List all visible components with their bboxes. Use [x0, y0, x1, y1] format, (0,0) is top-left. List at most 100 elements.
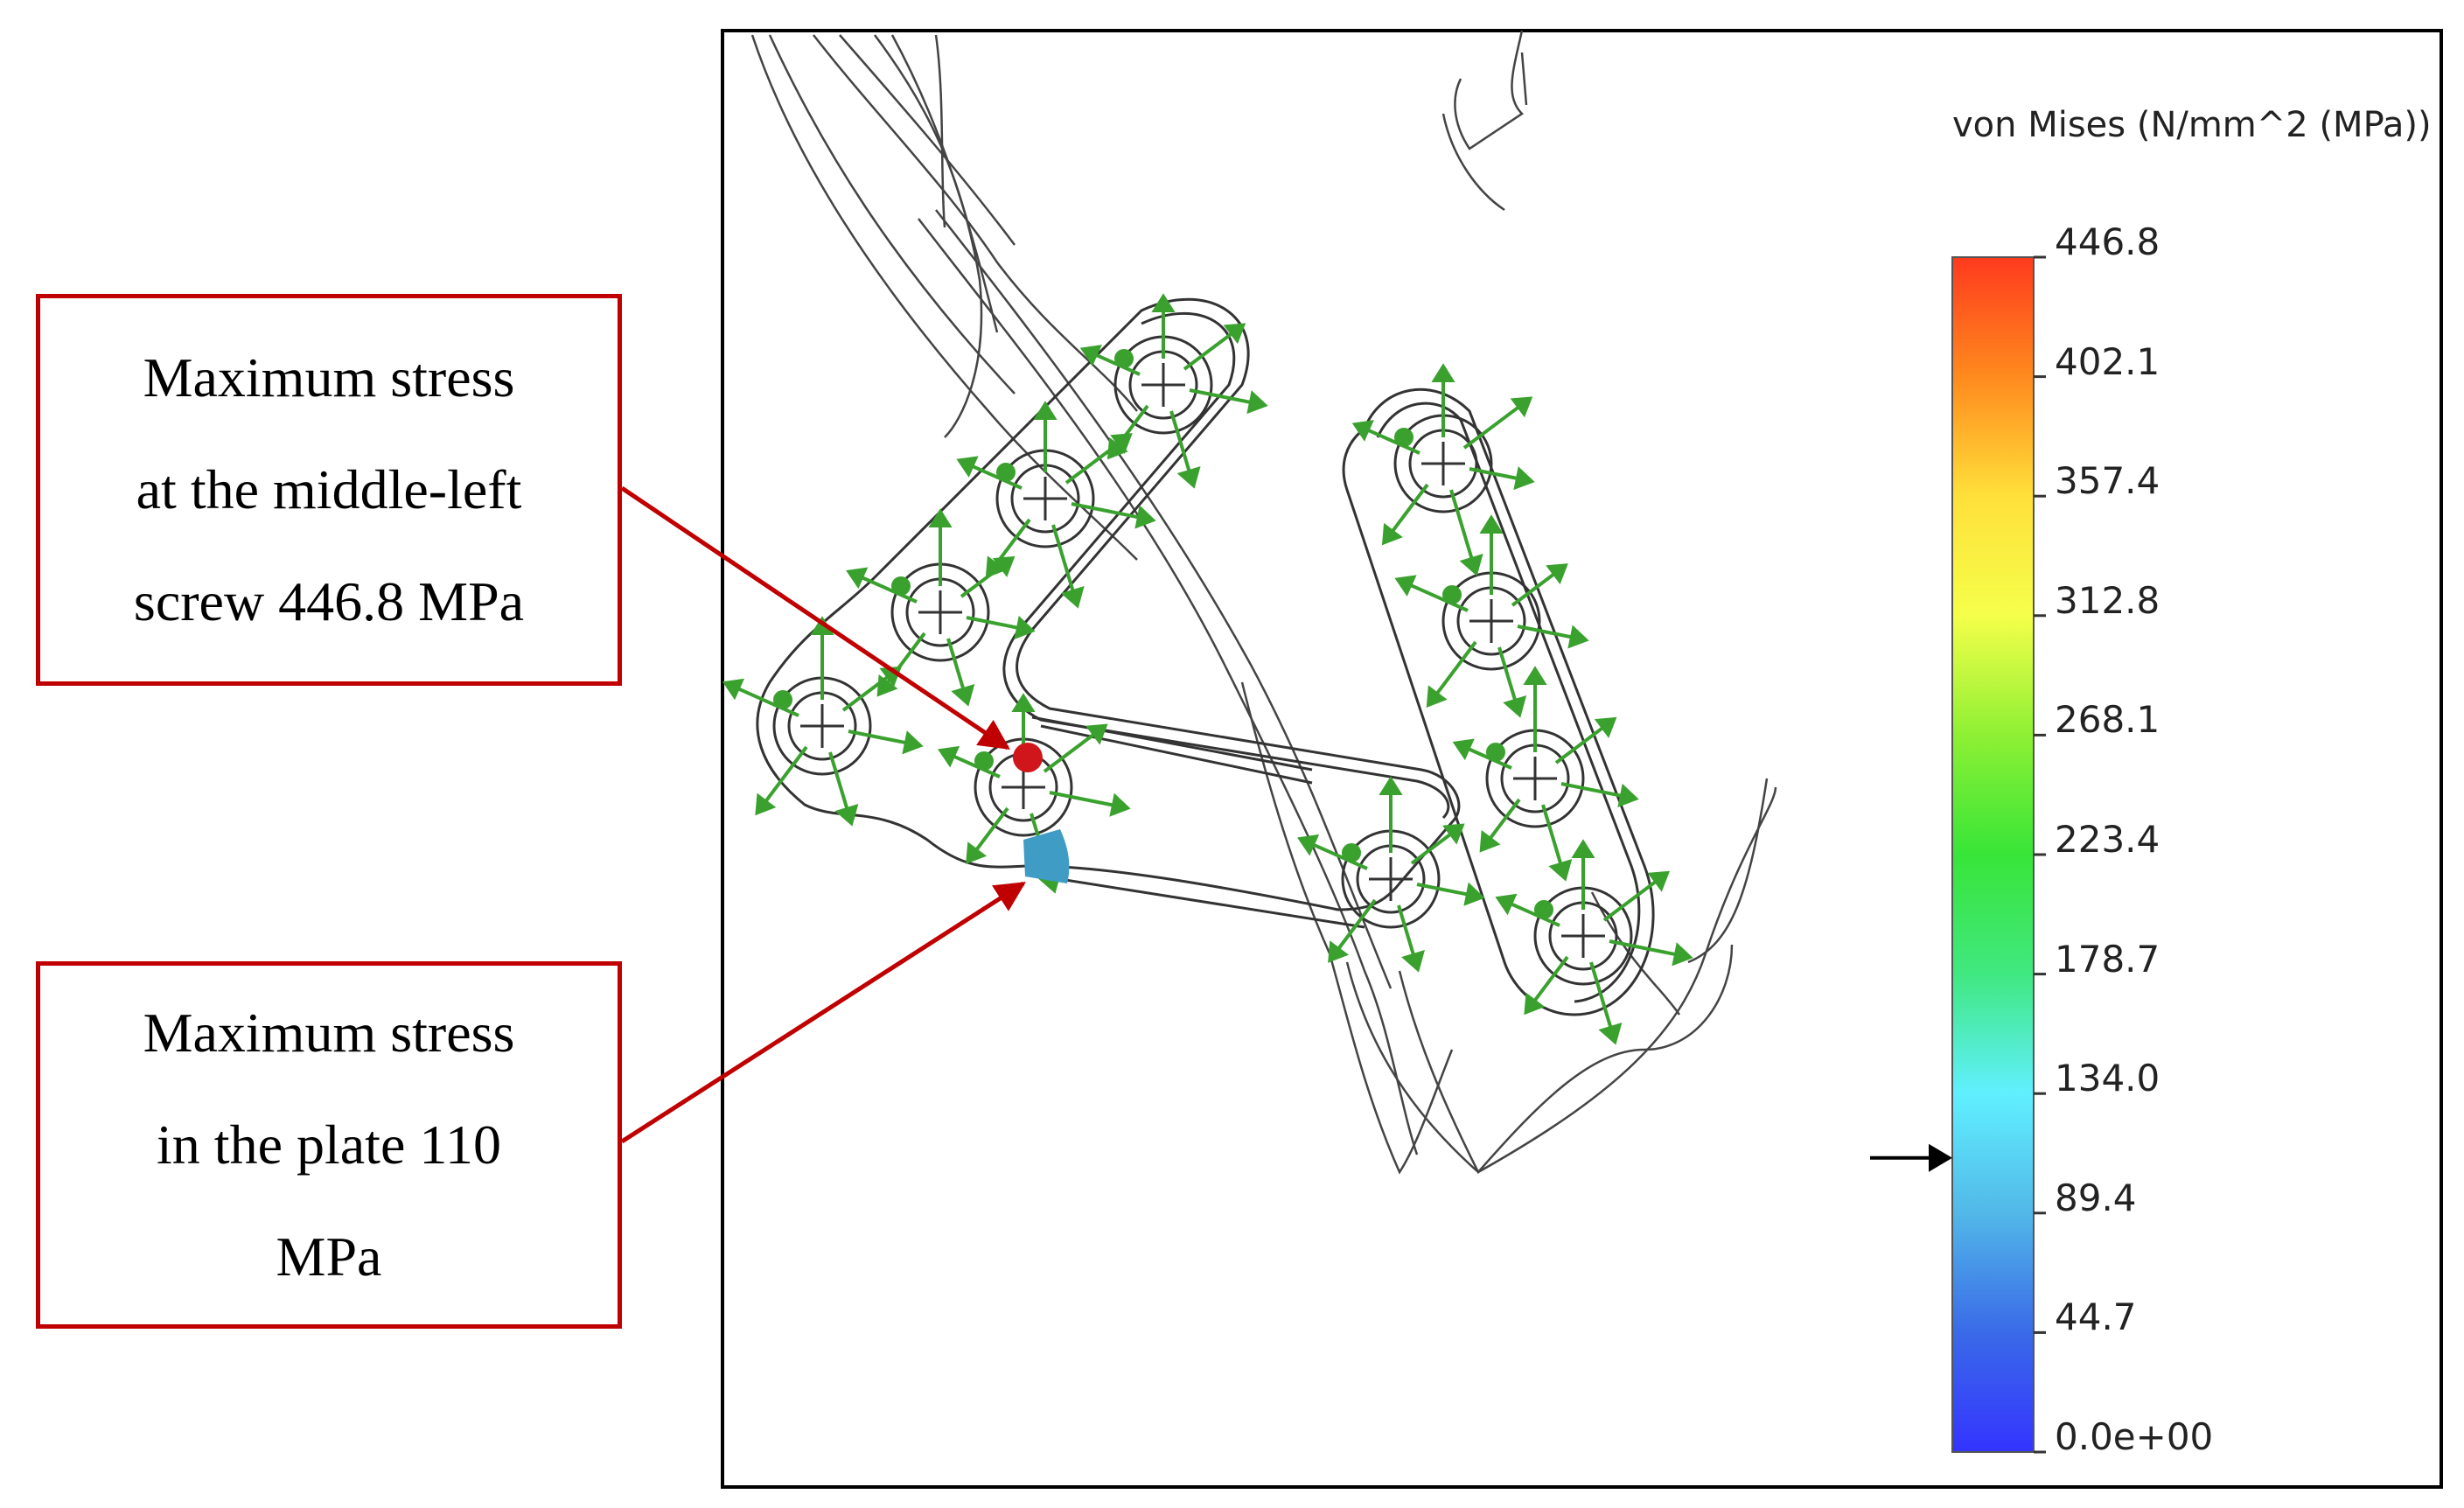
- fixture-arrow-head: [1297, 834, 1320, 856]
- fixture-arrow-head: [1014, 615, 1036, 639]
- fixture-arrow: [1049, 791, 1114, 807]
- legend-tick-label: 134.0: [2055, 1057, 2160, 1100]
- fixture-arrow: [1189, 388, 1252, 404]
- fixture-arrow: [946, 638, 966, 690]
- fixture-arrow: [1589, 961, 1613, 1029]
- fixture-arrow: [1560, 782, 1623, 798]
- callout-screw-line-1: Maximum stress: [143, 346, 515, 408]
- fixture-arrow: [1043, 732, 1096, 773]
- fixture-arrow: [1434, 640, 1477, 695]
- fixture-arrow: [1510, 902, 1560, 927]
- fixture-arrow: [1416, 883, 1469, 897]
- fixture-arrow-head: [1452, 738, 1475, 761]
- fixture-arrow-head: [902, 730, 924, 755]
- fixture-arrow-head: [1442, 823, 1465, 845]
- legend-tick-label: 89.4: [2055, 1176, 2137, 1219]
- fixture-arrow: [960, 565, 1002, 598]
- legend-tick-label: 446.8: [2055, 220, 2160, 263]
- fixture-arrow-head: [951, 684, 975, 707]
- fixture-arrow-head: [1548, 859, 1573, 882]
- fixture-arrow: [1409, 583, 1469, 612]
- fixture-arrow-head: [846, 567, 869, 590]
- legend-tick-label: 178.7: [2055, 937, 2160, 981]
- callout-plate-line-1: Maximum stress: [143, 1002, 515, 1064]
- fixture-arrow: [1064, 442, 1120, 485]
- fixture-arrow-head: [1647, 870, 1671, 892]
- fixture-arrow: [1511, 572, 1556, 607]
- legend-title: von Mises (N/mm^2 (MPa)): [1952, 105, 2432, 145]
- fixture-arrow-head: [1431, 363, 1455, 382]
- fixture-arrow-head: [1513, 466, 1535, 491]
- fixture-arrow: [1469, 467, 1518, 480]
- callout-plate-line-2: in the plate 110: [157, 1114, 501, 1176]
- fixture-arrow-head: [1394, 575, 1417, 597]
- fixture-arrow: [1541, 804, 1563, 865]
- legend-color-bar: [1951, 256, 2035, 1453]
- fixture-node: [974, 751, 994, 771]
- fixture-arrow-head: [1401, 950, 1425, 973]
- bone-contours: [750, 30, 1777, 1175]
- fixture-arrow: [848, 730, 907, 745]
- fixture-arrow-head: [928, 508, 953, 527]
- fixture-node: [1486, 743, 1505, 762]
- fixture-arrow-head: [1060, 586, 1085, 609]
- fixture-arrow: [1071, 502, 1140, 520]
- fixture-arrow-head: [1571, 839, 1595, 858]
- fixture-arrow-head: [938, 745, 960, 768]
- fixture-arrow: [1397, 904, 1416, 956]
- legend-tick-label: 0.0e+00: [2055, 1415, 2214, 1458]
- legend-indicator-arrow: [1870, 1143, 1952, 1172]
- fixture-arrow: [1183, 332, 1233, 371]
- legend-tick-label: 44.7: [2055, 1295, 2137, 1339]
- fixture-arrow: [974, 806, 1009, 852]
- fixture-node: [1534, 900, 1553, 919]
- fixture-arrow: [1366, 428, 1420, 455]
- fixture-arrow-head: [1151, 293, 1176, 312]
- max-stress-plate-marker: [1023, 829, 1070, 883]
- fixture-arrow-head: [1598, 1023, 1623, 1045]
- callout-max-stress-screw: Maximum stress at the middle-left screw …: [36, 294, 622, 686]
- legend-tick-label: 268.1: [2055, 698, 2160, 742]
- fixture-arrow: [994, 518, 1031, 566]
- screw-hole: [1393, 414, 1493, 513]
- fixture-arrow: [1497, 646, 1518, 702]
- fixture-arrow-head: [1463, 882, 1485, 906]
- legend-ticks: [2034, 255, 2046, 1454]
- callout-screw-line-2: at the middle-left: [136, 458, 522, 520]
- fixture-arrow: [1554, 726, 1604, 764]
- fixture-arrow: [1312, 842, 1368, 870]
- fixture-arrow-head: [834, 804, 859, 827]
- fixture-node: [996, 463, 1016, 482]
- fixture-arrow-head: [1381, 522, 1403, 546]
- fixture-arrow-head: [992, 555, 1016, 577]
- fixture-arrow: [828, 751, 849, 810]
- fixture-arrow-head: [1379, 776, 1403, 795]
- legend-tick-label: 312.8: [2055, 578, 2160, 622]
- fixture-node: [1342, 843, 1361, 862]
- fixture-arrow-head: [956, 456, 979, 478]
- fixture-arrow-head: [1495, 893, 1518, 916]
- fixture-arrow: [764, 745, 808, 803]
- fixture-arrow-head: [1672, 942, 1693, 967]
- fixture-arrow-head: [1594, 716, 1617, 738]
- fixture-arrow-head: [1426, 685, 1448, 709]
- fixture-arrow-head: [1246, 390, 1268, 415]
- arrow-to-plate: [620, 881, 1026, 1144]
- callout-screw-line-3: screw 446.8 MPa: [133, 570, 525, 632]
- bone-plate: [756, 297, 1655, 1016]
- fixture-arrow: [1609, 939, 1677, 957]
- fixture-arrow-head: [1033, 401, 1057, 420]
- legend-tick-label: 402.1: [2055, 339, 2160, 383]
- callout-arrows: [620, 485, 1026, 1144]
- fixture-arrow: [1462, 405, 1520, 450]
- fixture-node: [773, 690, 792, 709]
- fixture-arrow-head: [1109, 792, 1131, 817]
- fixture-arrow-head: [1479, 830, 1501, 853]
- callout-plate-line-3: MPa: [276, 1225, 382, 1288]
- fixture-arrow-head: [1567, 625, 1589, 649]
- callout-max-stress-plate: Maximum stress in the plate 110 MPa: [36, 961, 622, 1329]
- fixture-arrow-head: [966, 841, 988, 864]
- fixture-arrow-head: [1110, 433, 1133, 455]
- fixture-arrow-head: [1011, 693, 1036, 712]
- fixture-arrow-head: [1459, 554, 1483, 576]
